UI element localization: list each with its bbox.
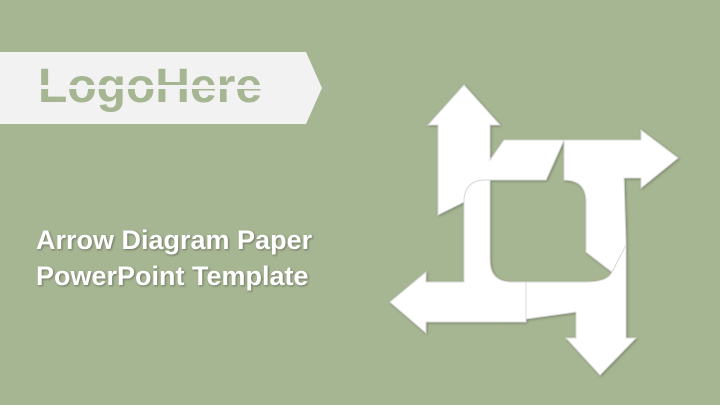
arrow-left-icon <box>389 179 527 335</box>
title-line-1: Arrow Diagram Paper <box>36 225 313 255</box>
logo-banner: LogoHere <box>0 52 322 124</box>
arrow-right-icon <box>563 128 679 273</box>
arrow-pinwheel-diagram <box>389 84 679 376</box>
arrow-down-icon <box>503 244 638 376</box>
slide-title: Arrow Diagram Paper PowerPoint Template <box>36 222 396 294</box>
title-line-2: PowerPoint Template <box>36 261 309 291</box>
arrow-up-icon <box>426 84 565 216</box>
logo-stripe <box>36 85 292 89</box>
